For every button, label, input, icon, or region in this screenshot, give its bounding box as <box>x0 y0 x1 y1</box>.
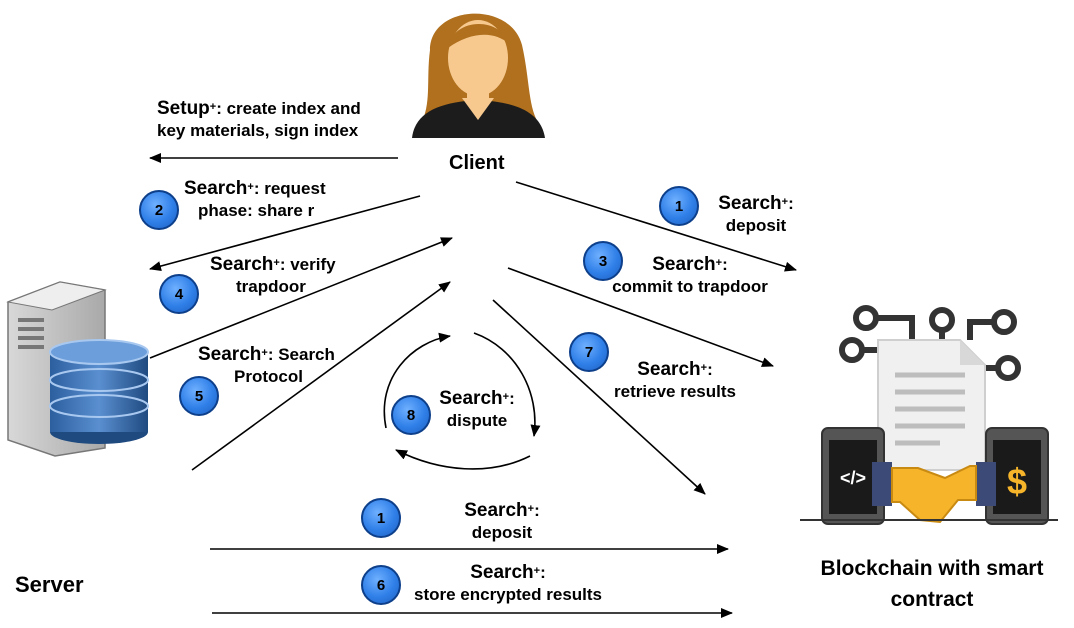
search-request-rest: : request <box>253 179 326 198</box>
step-badge-8: 8 <box>391 395 431 435</box>
arrow-retrieve-results <box>492 299 706 495</box>
search-dispute-word: Search <box>439 388 503 409</box>
search-retrieve-rest: : <box>707 360 713 379</box>
search-request-line2: phase: share r <box>198 201 315 220</box>
search-protocol-label: Search+: Search Protocol <box>198 344 335 388</box>
search-store-rest: : <box>540 563 546 582</box>
arrow-dispute-loop-2 <box>473 332 541 437</box>
client-person-icon <box>412 13 545 138</box>
search-deposit-server-sup: + <box>527 503 535 515</box>
search-verify-label: Search+: verify trapdoor <box>210 254 336 298</box>
search-deposit-server-line2: deposit <box>471 523 533 542</box>
step-badge-5: 5 <box>179 376 219 416</box>
search-verify-rest: : verify <box>279 255 336 274</box>
search-commit-label: Search+: commit to trapdoor <box>598 254 782 298</box>
blockchain-label: Blockchain with smart contract <box>803 553 1061 615</box>
search-request-word: Search <box>184 178 248 199</box>
search-dispute-line2: dispute <box>446 411 508 430</box>
arrow-commit-trapdoor <box>507 267 774 367</box>
search-retrieve-line2: retrieve results <box>614 382 736 401</box>
search-protocol-word: Search <box>198 344 262 365</box>
step-badge-6: 6 <box>361 565 401 605</box>
setup-word: Setup <box>157 98 210 119</box>
search-commit-sup: + <box>715 257 723 269</box>
search-deposit-server-rest: : <box>534 501 540 520</box>
smart-contract-handshake-icon: </> $ <box>800 305 1058 525</box>
setup-sup: + <box>209 101 217 113</box>
search-deposit-server-label: Search+: deposit <box>452 500 552 544</box>
blockchain-label-line2: contract <box>890 588 974 611</box>
search-request-label: Search+: request phase: share r <box>184 178 326 222</box>
code-symbol: </> <box>840 468 866 488</box>
dollar-symbol: $ <box>1007 461 1027 502</box>
search-store-label: Search+: store encrypted results <box>406 562 610 606</box>
search-verify-word: Search <box>210 254 274 275</box>
arrow-dispute-loop-1 <box>383 332 451 429</box>
server-label: Server <box>15 572 84 597</box>
search-protocol-rest: : Search <box>267 345 335 364</box>
setup-line2: key materials, sign index <box>157 121 359 140</box>
arrow-search-request <box>149 195 421 271</box>
step-badge-3: 3 <box>583 241 623 281</box>
search-request-sup: + <box>247 181 254 193</box>
search-commit-rest: : <box>722 255 728 274</box>
search-protocol-sup: + <box>261 347 268 359</box>
search-retrieve-sup: + <box>700 362 708 374</box>
search-verify-sup: + <box>273 257 280 269</box>
search-verify-line2: trapdoor <box>236 277 306 296</box>
step-badge-4: 4 <box>159 274 199 314</box>
search-deposit-client-rest: : <box>788 194 794 213</box>
setup-rest: : create index and <box>216 99 361 118</box>
search-deposit-client-sup: + <box>781 196 789 208</box>
client-label: Client <box>449 152 505 174</box>
search-store-line2: store encrypted results <box>413 585 602 604</box>
search-store-sup: + <box>533 565 541 577</box>
search-deposit-server-word: Search <box>464 500 528 521</box>
search-dispute-label: Search+: dispute <box>432 388 522 432</box>
search-protocol-line2: Protocol <box>234 367 303 386</box>
arrow-search-protocol <box>191 281 451 471</box>
step-badge-2: 2 <box>139 190 179 230</box>
search-retrieve-label: Search+: retrieve results <box>604 359 746 403</box>
search-dispute-sup: + <box>502 391 510 403</box>
arrow-deposit-client <box>515 181 797 272</box>
search-commit-word: Search <box>652 254 716 275</box>
search-commit-line2: commit to trapdoor <box>612 277 768 296</box>
blockchain-label-line1: Blockchain with smart <box>820 557 1044 580</box>
arrow-dispute-loop-3 <box>395 449 531 470</box>
server-database-icon <box>6 281 149 457</box>
search-deposit-client-line2: deposit <box>725 216 787 235</box>
search-deposit-client-word: Search <box>718 193 782 214</box>
flow-arrows <box>149 153 797 618</box>
step-badge-1-client: 1 <box>659 186 699 226</box>
arrow-verify-trapdoor <box>149 237 453 359</box>
step-badge-7: 7 <box>569 332 609 372</box>
search-retrieve-word: Search <box>637 359 701 380</box>
step-badge-1-server: 1 <box>361 498 401 538</box>
search-dispute-rest: : <box>509 389 515 408</box>
setup-label: Setup+: create index and key materials, … <box>157 98 361 142</box>
search-deposit-client-label: Search+: deposit <box>708 193 804 237</box>
search-store-word: Search <box>470 562 534 583</box>
